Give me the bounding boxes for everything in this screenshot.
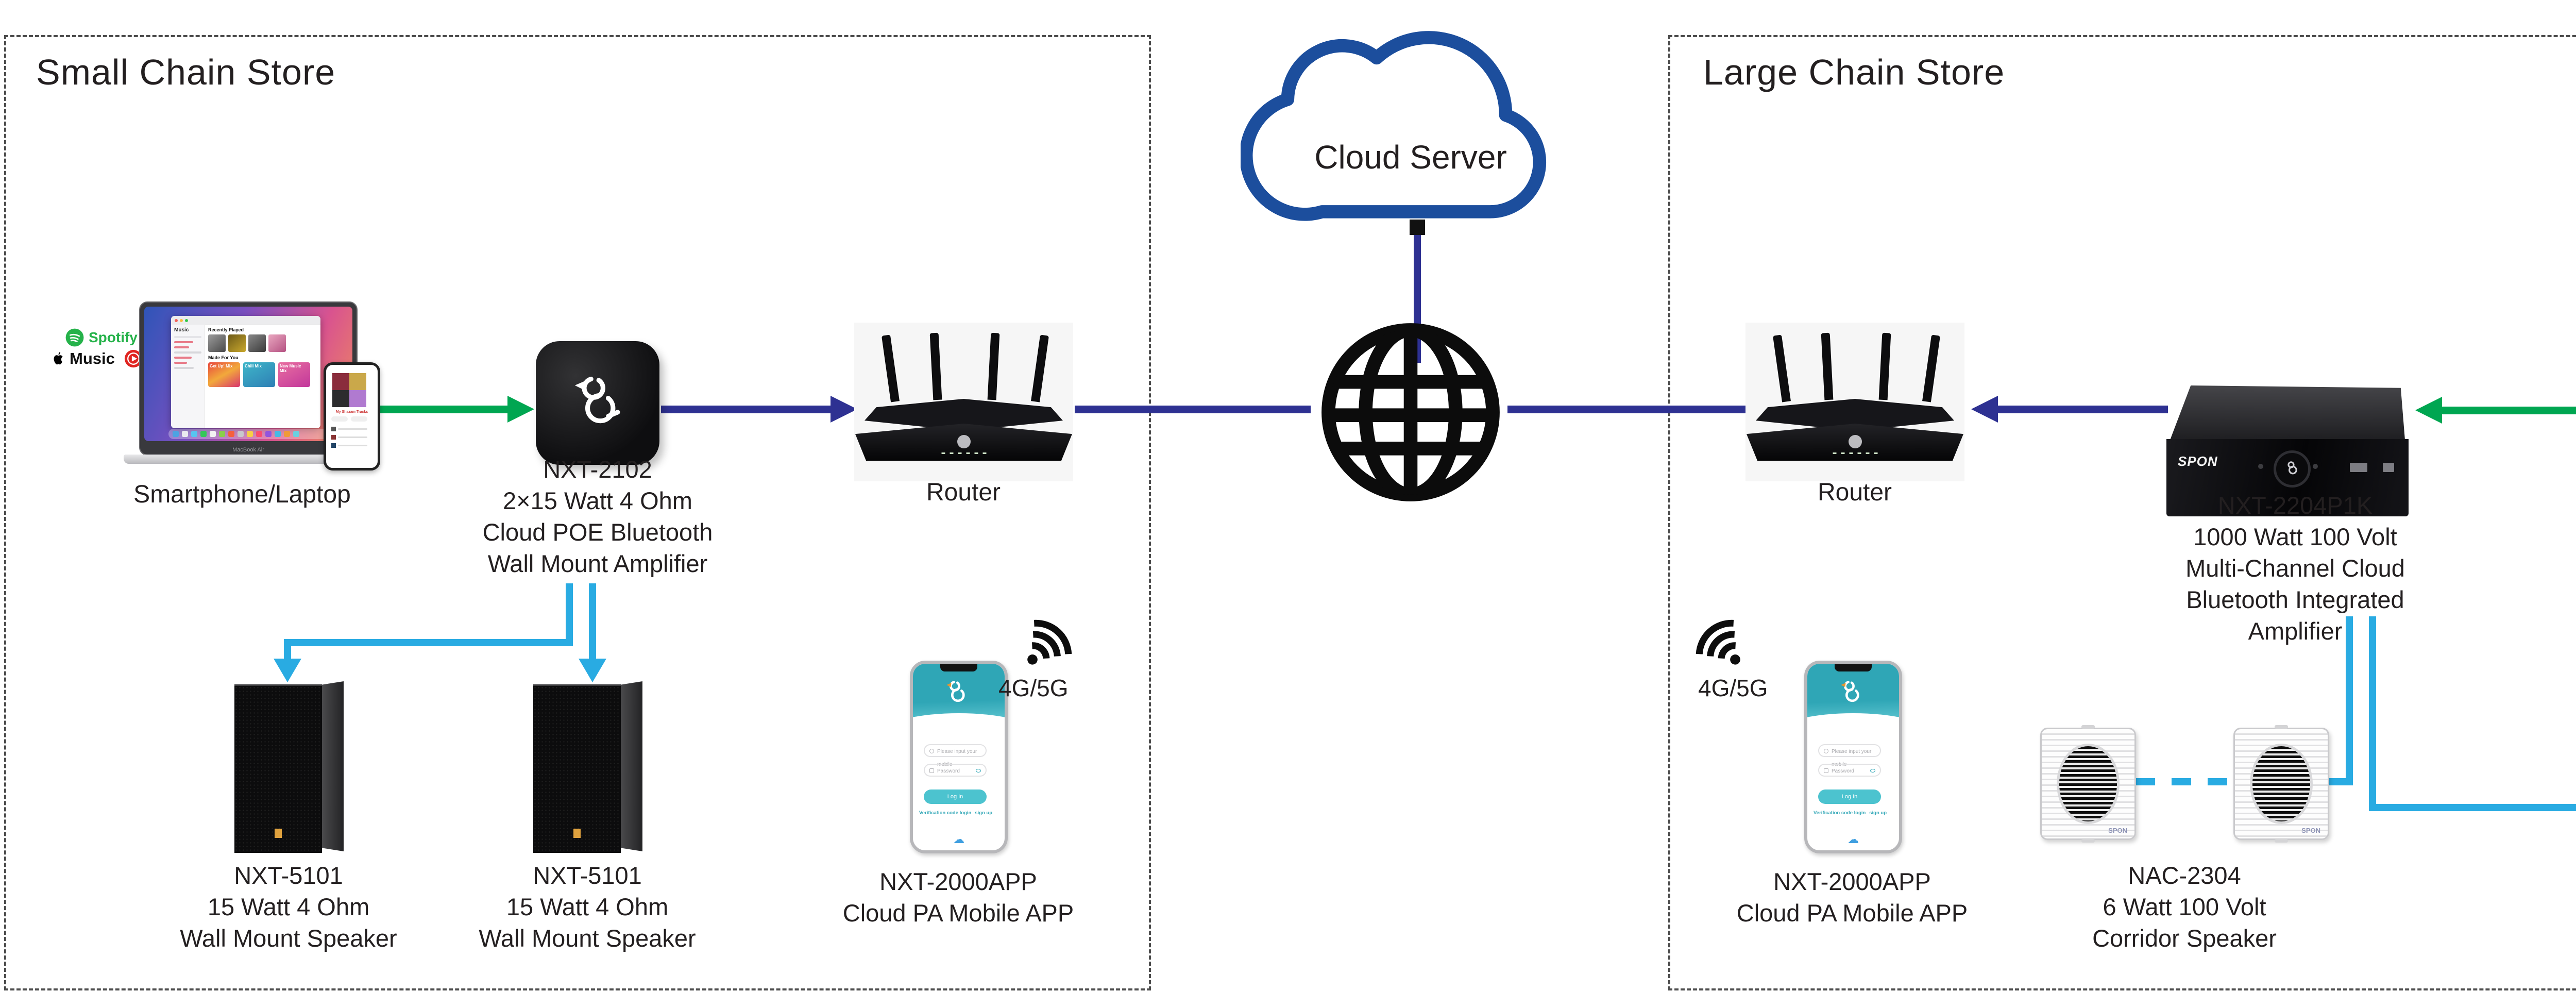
mobile-input-right: Please input your mobile <box>1818 744 1881 767</box>
mobile-input: Please input your mobile <box>924 744 987 767</box>
laptop-base <box>124 455 371 464</box>
router-left <box>854 323 1073 481</box>
cyan-drop-right-1 <box>2346 616 2353 785</box>
album-row <box>208 334 317 352</box>
router-left-label: Router <box>926 479 1001 506</box>
link-amp-router-right <box>1998 406 2168 413</box>
nxt-2000app-label-left: NXT-2000APP Cloud PA Mobile APP <box>842 868 1074 927</box>
cyan-stub-speaker1 <box>284 639 291 660</box>
laptop-model-label: MacBook Air <box>232 447 264 453</box>
nxt-5101-label-1: NXT-5101 15 Watt 4 Ohm Wall Mount Speake… <box>180 862 397 952</box>
app-bird-logo-left <box>946 680 965 702</box>
nac-2304-label: NAC-2304 6 Watt 100 Volt Corridor Speake… <box>2092 862 2277 952</box>
arrowhead-speaker1 <box>274 659 301 682</box>
source-label-left: Smartphone/Laptop <box>133 481 351 508</box>
login-button-right: Log In <box>1818 790 1881 804</box>
youtube-music-icon <box>124 349 142 368</box>
4g5g-label-right: 4G/5G <box>1698 675 1768 701</box>
cloud-server-label: Cloud Server <box>1314 139 1507 176</box>
arrowhead-into-router-left <box>831 396 857 423</box>
tile-get-up-mix: Get Up! Mix <box>208 362 240 387</box>
app-cloud-glyph: ☁ <box>953 833 964 846</box>
phone-playlist-title: My Shazam Tracks <box>335 410 368 414</box>
small-store-title: Small Chain Store <box>36 52 336 92</box>
nxt-5101-speaker-2 <box>533 681 642 853</box>
cyan-drop-left-2 <box>589 583 596 660</box>
nxt-2204p1k-amplifier: SPON <box>2166 385 2409 522</box>
spotify-icon <box>65 328 84 347</box>
music-browser-window: Music Recently Played Made For You Get U… <box>171 316 320 428</box>
internet-globe-icon <box>1321 323 1500 501</box>
verification-login-link-right: Verification code login <box>1814 810 1866 816</box>
mac-dock <box>168 429 328 439</box>
apple-music-label: Music <box>70 349 115 367</box>
arrowhead-speaker2 <box>579 659 606 682</box>
verification-login-link: Verification code login <box>919 810 972 816</box>
cloud-connector-square <box>1410 220 1425 235</box>
nac-2304-speaker-2: SPON <box>2233 725 2329 843</box>
apple-music-icon <box>54 351 63 364</box>
browser-titlebar <box>171 316 320 325</box>
app-cloud-glyph-right: ☁ <box>1848 833 1859 846</box>
spon-brand-label: SPON <box>2178 453 2218 469</box>
signup-link: sign up <box>975 810 992 816</box>
nac-2304-speaker-1: SPON <box>2040 725 2136 843</box>
link-amp-router-left <box>661 406 832 413</box>
tile-chill-mix: Chill Mix <box>243 362 275 387</box>
login-button: Log In <box>924 790 987 804</box>
4g5g-label-left: 4G/5G <box>998 675 1069 701</box>
spon-bird-logo <box>574 376 620 424</box>
large-store-title: Large Chain Store <box>1703 52 2005 92</box>
cyan-branch-horizontal <box>284 639 572 646</box>
music-app-name: Music <box>174 327 189 333</box>
link-source-amp-right <box>2442 407 2576 414</box>
nxt-2204p1k-label: NXT-2204P1K 1000 Watt 100 Volt Multi-Cha… <box>2185 492 2405 645</box>
arrowhead-into-amp-right <box>2415 397 2442 424</box>
tile-new-music-mix: New Music Mix <box>278 362 310 387</box>
browser-content: Recently Played Made For You Get Up! Mix… <box>205 325 320 428</box>
phone-play-buttons <box>331 416 367 422</box>
smartphone-overlay: My Shazam Tracks <box>324 362 380 471</box>
password-input-right: Password <box>1818 764 1881 777</box>
nxt-5101-label-2: NXT-5101 15 Watt 4 Ohm Wall Mount Speake… <box>479 862 696 952</box>
cyan-drop-right-2 <box>2369 616 2376 811</box>
router-right-label: Router <box>1817 479 1892 506</box>
nxt-5101-speaker-1 <box>234 681 344 853</box>
link-globe-router-right <box>1507 406 1745 413</box>
phone-album-grid <box>332 373 366 407</box>
smartphone-laptop-left: Music Recently Played Made For You Get U… <box>124 301 380 472</box>
cyan-drop-left-1 <box>566 583 573 646</box>
link-source-amp-left <box>337 406 510 413</box>
cloud-server-shape <box>1241 31 1547 221</box>
nxt-2102-amplifier <box>536 341 659 465</box>
show-password-icon <box>976 769 981 772</box>
browser-sidebar: Music <box>171 325 205 428</box>
link-router-globe-left <box>1075 406 1311 413</box>
nxt-2000app-label-right: NXT-2000APP Cloud PA Mobile APP <box>1736 868 1968 927</box>
section-recently-played: Recently Played <box>208 327 244 332</box>
cyan-dashed-corridor <box>2136 778 2231 785</box>
wifi-icon-right <box>1696 619 1740 665</box>
section-made-for-you: Made For You <box>208 355 239 360</box>
router-right <box>1745 323 1964 481</box>
wifi-icon-left <box>1027 619 1072 665</box>
nxt-2000app-phone-right: Please input your mobile Password Log In… <box>1804 661 1902 853</box>
password-input: Password <box>924 764 987 777</box>
arrowhead-into-amp-left <box>507 396 534 423</box>
signup-link-right: sign up <box>1869 810 1887 816</box>
show-password-icon-right <box>1870 769 1875 772</box>
large-chain-store-box <box>1668 35 2576 990</box>
cyan-elbow-column <box>2376 804 2576 811</box>
spotify-label: Spotify <box>89 329 138 345</box>
amp-knob <box>2274 450 2311 488</box>
app-bird-logo-right <box>1841 680 1859 702</box>
nxt-2102-label: NXT-2102 2×15 Watt 4 Ohm Cloud POE Bluet… <box>482 456 713 577</box>
arrowhead-into-router-right <box>1971 396 1998 423</box>
nxt-2000app-phone-left: Please input your mobile Password Log In… <box>910 661 1008 853</box>
mix-tiles: Get Up! Mix Chill Mix New Music Mix <box>208 362 317 387</box>
laptop-screen: Music Recently Played Made For You Get U… <box>139 301 358 456</box>
